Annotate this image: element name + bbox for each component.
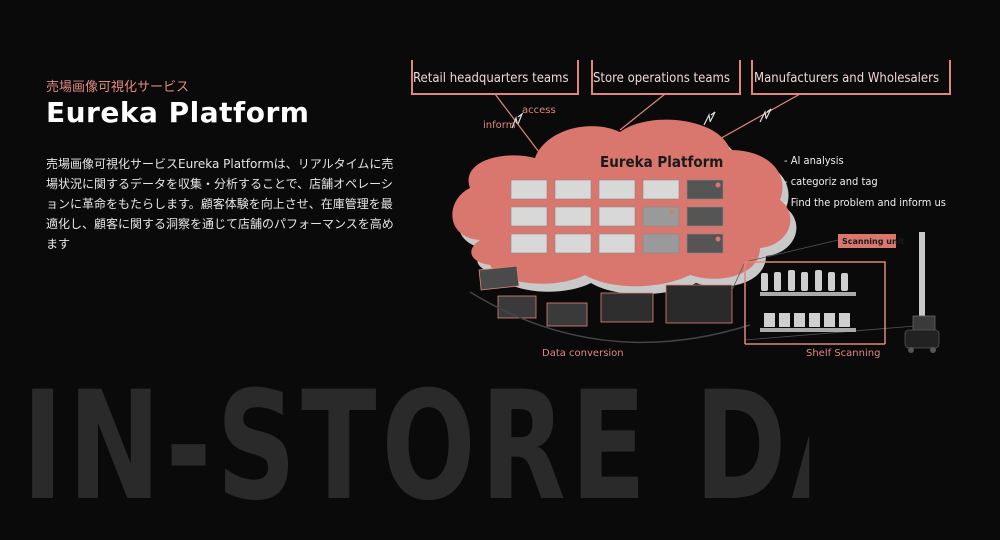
team-label-retail-hq: Retail headquarters teams [413,71,569,86]
data-conversion-label: Data conversion [542,348,624,359]
scanning-robot-icon [904,232,940,353]
cloud-title: Eureka Platform [600,153,723,171]
shelf-scanning-label: Shelf Scanning [806,348,880,359]
feature-categorize-tag: - categoriz and tag [784,175,878,188]
page-title: Eureka Platform [46,96,310,129]
shelf-products [760,270,856,332]
access-label: access [522,105,556,116]
feature-ai-analysis: - AI analysis [784,154,844,167]
data-conversion-arc [469,291,751,344]
page-description: 売場画像可視化サービスEureka Platformは、リアルタイムに売場状況に… [46,157,394,251]
team-label-store-ops: Store operations teams [593,71,730,86]
eureka-cloud [452,119,791,287]
page-subtitle: 売場画像可視化サービス [46,80,190,95]
scanning-unit-badge [838,234,896,248]
scanning-unit-label: Scanning unit [842,237,904,246]
background-watermark-text: IN-STORE DATA [22,362,809,532]
team-label-manufacturers: Manufacturers and Wholesalers [754,71,939,86]
scan-connectors [731,239,916,341]
arrow-icons [511,108,772,129]
feature-find-problem: - Find the problem and inform us [784,196,946,209]
tile-dots [670,182,721,242]
cloud-image-tiles [510,179,724,254]
inform-label: inform [483,120,515,131]
shelf-frame [744,261,886,345]
